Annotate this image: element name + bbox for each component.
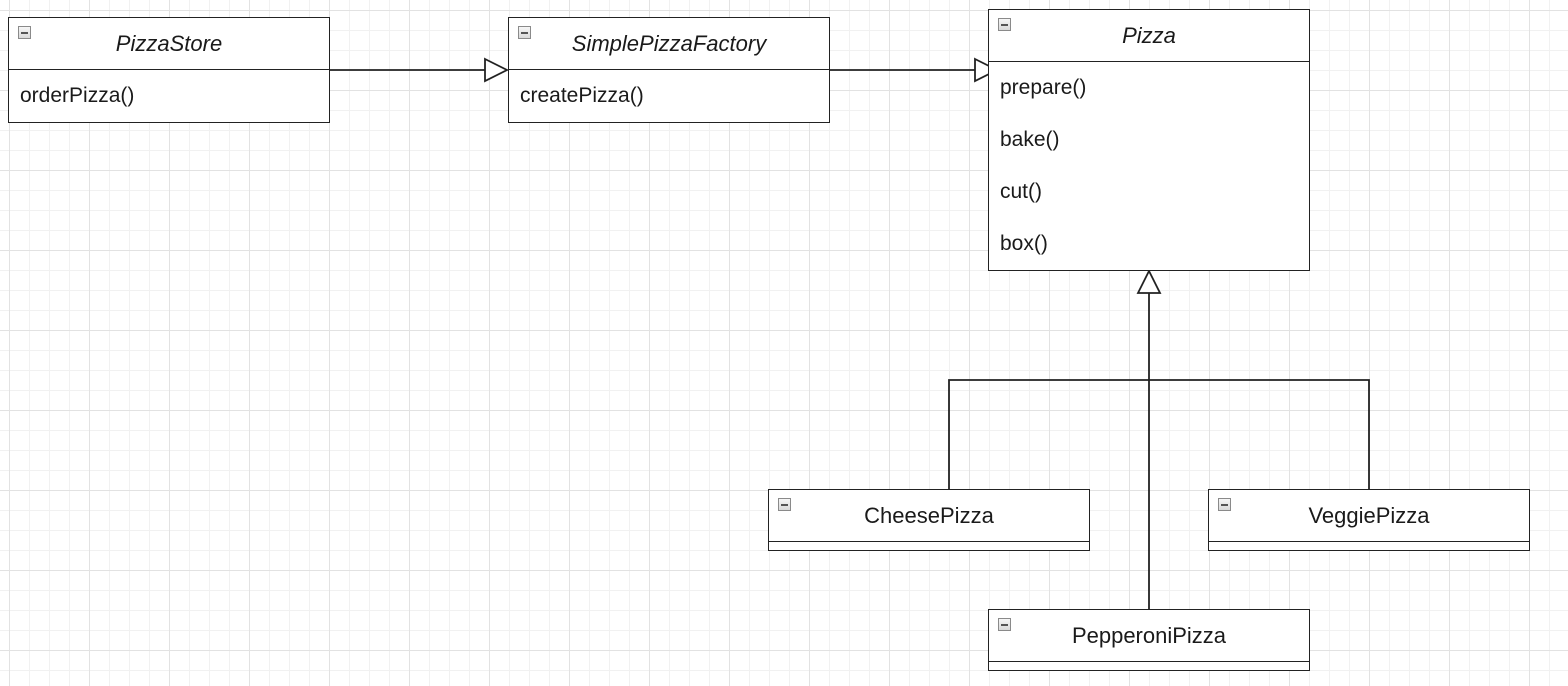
collapse-icon[interactable] [18,26,31,39]
class-header: SimplePizzaFactory [509,18,829,70]
class-name: PizzaStore [115,30,223,56]
method-list [989,662,1309,668]
method-list [1209,542,1529,548]
class-name: VeggiePizza [1308,502,1430,528]
method-item[interactable]: cut() [1000,180,1042,203]
collapse-icon[interactable] [998,18,1011,31]
method-item[interactable]: orderPizza() [20,84,135,107]
method-list: prepare() bake() cut() box() [989,62,1309,270]
class-pizza-store[interactable]: PizzaStore orderPizza() [8,17,330,123]
class-header: Pizza [989,10,1309,62]
method-item[interactable]: createPizza() [520,84,644,107]
class-header: PizzaStore [9,18,329,70]
class-header: VeggiePizza [1209,490,1529,542]
class-name: PepperoniPizza [1071,622,1227,648]
class-veggie-pizza[interactable]: VeggiePizza [1208,489,1530,551]
method-item[interactable]: prepare() [1000,76,1087,99]
method-list: orderPizza() [9,70,329,122]
method-item[interactable]: bake() [1000,128,1060,151]
relation-subclasses-to-pizza[interactable] [948,268,1370,609]
class-name: SimplePizzaFactory [571,30,767,56]
class-cheese-pizza[interactable]: CheesePizza [768,489,1090,551]
collapse-icon[interactable] [998,618,1011,631]
class-header: PepperoniPizza [989,610,1309,662]
class-name: Pizza [1122,22,1176,48]
collapse-icon[interactable] [518,26,531,39]
class-simple-pizza-factory[interactable]: SimplePizzaFactory createPizza() [508,17,830,123]
class-pizza[interactable]: Pizza prepare() bake() cut() box() [988,9,1310,271]
method-list [769,542,1089,548]
collapse-icon[interactable] [778,498,791,511]
class-header: CheesePizza [769,490,1089,542]
class-name: CheesePizza [864,502,994,528]
relation-factory-to-pizza[interactable] [829,57,1000,83]
method-item[interactable]: box() [1000,232,1048,255]
method-list: createPizza() [509,70,829,122]
relation-store-to-factory[interactable] [329,57,510,83]
collapse-icon[interactable] [1218,498,1231,511]
class-pepperoni-pizza[interactable]: PepperoniPizza [988,609,1310,671]
